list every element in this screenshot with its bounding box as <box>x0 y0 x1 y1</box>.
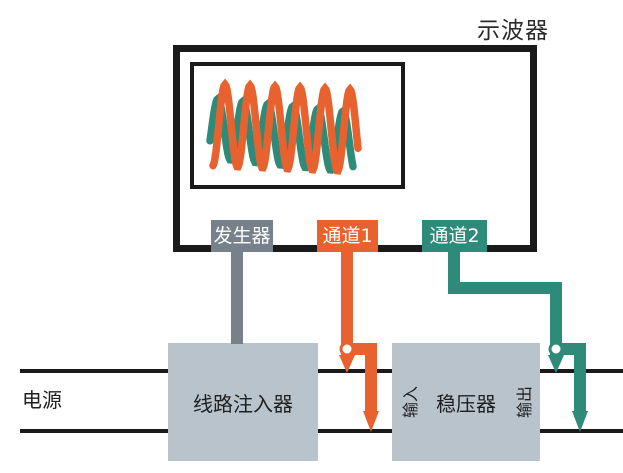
channel2-probe <box>448 250 588 432</box>
regulator-label: 稳压器 <box>436 391 496 416</box>
power-line-top <box>20 369 623 373</box>
generator-cable <box>231 250 243 344</box>
connector-tab-channel2: 通道2 <box>422 220 487 252</box>
power-source-label: 电源 <box>22 388 62 412</box>
waveform-svg <box>206 78 362 175</box>
channel1-probe <box>339 250 379 432</box>
oscilloscope-screen <box>190 62 405 189</box>
line-injector-label: 线路注入器 <box>193 391 293 416</box>
connector-tab-channel1: 通道1 <box>317 220 378 252</box>
regulator-box: 输入 稳压器 输出 <box>392 343 540 461</box>
probe-tip-icon <box>572 411 588 432</box>
probe-ring-icon <box>548 341 564 357</box>
power-line-bottom <box>20 429 623 433</box>
probe-tip-icon <box>339 355 355 373</box>
connector-tab-generator: 发生器 <box>211 220 273 252</box>
probe-ring-icon <box>339 341 355 357</box>
oscilloscope-title: 示波器 <box>477 18 549 44</box>
probe-tip-icon <box>363 411 379 432</box>
probe-tip-icon <box>548 355 564 373</box>
line-injector-box: 线路注入器 <box>168 343 318 461</box>
channel1-wave <box>209 78 362 175</box>
